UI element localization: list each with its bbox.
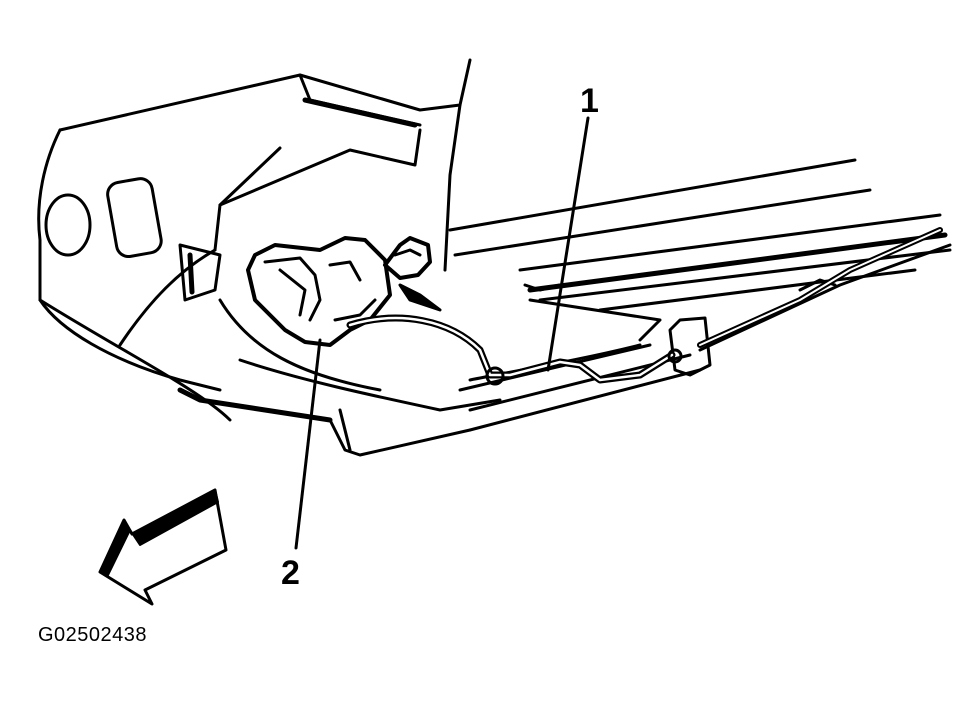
front-direction-arrow (98, 488, 228, 606)
square-opening (106, 177, 163, 259)
figure-identifier: G02502438 (38, 624, 148, 646)
body-panel (37, 58, 472, 422)
round-opening (44, 193, 92, 257)
leader-line-1 (546, 116, 590, 372)
leader-line-2 (294, 338, 322, 550)
leader-lines (294, 116, 590, 550)
release-cable (346, 227, 943, 386)
callout-label-2: 2 (281, 554, 300, 592)
frame-rails (177, 158, 952, 457)
callout-label-1: 1 (580, 82, 599, 120)
latch-assembly (246, 236, 442, 347)
